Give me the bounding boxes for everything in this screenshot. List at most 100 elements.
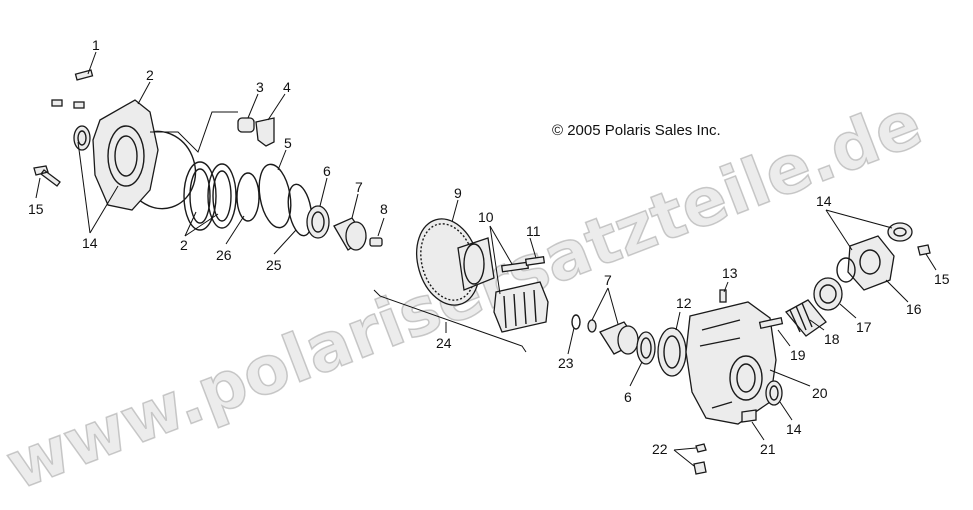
callout-15-left: 15	[28, 201, 44, 217]
dowel-pin-b	[73, 101, 85, 109]
leader-17	[839, 303, 857, 319]
callout-23: 23	[558, 355, 574, 371]
retaining-ring-25	[287, 183, 313, 237]
leader-2-top	[137, 81, 151, 105]
callout-6-right: 6	[624, 389, 632, 405]
seal-left-inner	[77, 130, 87, 146]
leader-4	[267, 93, 286, 121]
leader-3	[247, 93, 259, 119]
leader-7-left	[351, 193, 359, 219]
roller-pin-b	[524, 256, 546, 266]
bolt-22-b	[693, 461, 707, 475]
leader-12	[675, 311, 681, 331]
copyright-notice: © 2005 Polaris Sales Inc.	[552, 122, 721, 139]
callout-13: 13	[722, 265, 738, 281]
bearing-12-inner	[663, 335, 681, 369]
leader-6-left	[319, 177, 328, 207]
leader-25	[273, 229, 297, 255]
pinion-gear	[784, 299, 827, 337]
callout-25: 25	[266, 257, 282, 273]
leader-2-b	[184, 213, 219, 237]
leader-11	[529, 237, 537, 259]
main-housing-bore	[729, 355, 763, 401]
callout-12: 12	[676, 295, 692, 311]
pin-13	[719, 289, 727, 303]
end-cover-inner-ring	[114, 135, 138, 177]
roller-cage-rollers	[503, 289, 537, 329]
callout-9: 9	[454, 185, 462, 201]
bushing-right-end	[617, 325, 639, 355]
leader-6-right	[629, 361, 643, 387]
callout-14-left: 14	[82, 235, 98, 251]
callout-2-top: 2	[146, 67, 154, 83]
leader-14-bottom	[779, 401, 793, 421]
callout-21: 21	[760, 441, 776, 457]
main-housing-bore-inner	[736, 363, 756, 393]
bearing-right	[636, 331, 656, 365]
bearing-17-inner	[819, 284, 837, 304]
callout-26: 26	[216, 247, 232, 263]
leader-18	[809, 319, 825, 331]
bearing-left	[306, 205, 330, 239]
callout-16: 16	[906, 301, 922, 317]
output-cover-bore	[859, 249, 881, 275]
bearing-right-inner	[640, 337, 652, 359]
ring-gear-hub-bore	[463, 243, 485, 285]
bolt-22-a	[695, 443, 707, 453]
callout-1: 1	[92, 37, 100, 53]
callout-19: 19	[790, 347, 806, 363]
leader-5	[277, 149, 287, 171]
bushing-right-washer	[587, 319, 597, 333]
callout-20: 20	[812, 385, 828, 401]
callout-24: 24	[436, 335, 452, 351]
callout-14-right: 14	[816, 193, 832, 209]
callout-14-bottom: 14	[786, 421, 802, 437]
output-cover	[847, 235, 895, 291]
leader-10-b	[489, 225, 501, 295]
leader-8	[377, 217, 385, 237]
end-cover-bore	[107, 125, 145, 187]
seal-right	[887, 222, 913, 242]
leader-7-right-a	[591, 287, 609, 321]
pin-8	[369, 237, 383, 247]
leader-13	[723, 281, 729, 293]
leader-20	[769, 369, 811, 387]
callout-22: 22	[652, 441, 668, 457]
leader-26	[225, 215, 245, 245]
callout-7-right: 7	[604, 272, 612, 288]
plug-21	[741, 409, 757, 423]
callout-18: 18	[824, 331, 840, 347]
armature-plate-2b-inner	[212, 170, 232, 222]
leader-10-a	[489, 225, 513, 265]
bearing-17	[813, 277, 843, 311]
leader-1	[87, 51, 97, 75]
callout-7-left: 7	[355, 179, 363, 195]
leader-19	[777, 329, 791, 347]
leader-21	[751, 421, 765, 441]
leader-23	[567, 327, 575, 355]
callout-4: 4	[283, 79, 291, 95]
leader-15-left	[35, 177, 41, 199]
roller-3	[237, 117, 255, 133]
seal-bottom	[765, 380, 783, 406]
main-housing-ribs	[699, 319, 741, 409]
armature-plate-2a-inner	[189, 168, 211, 224]
main-housing	[685, 301, 777, 425]
cover-o-ring	[836, 257, 856, 283]
leader-2-a	[184, 211, 197, 237]
bushing-left-end	[345, 221, 367, 251]
leader-22-a	[673, 447, 697, 451]
bracket-4	[255, 117, 275, 147]
leader-16	[885, 279, 909, 303]
seal-bottom-inner	[769, 385, 779, 401]
callout-5: 5	[284, 135, 292, 151]
leader-14-right-b	[825, 209, 893, 229]
seal-left	[73, 125, 91, 151]
spacer-26	[236, 172, 260, 222]
snap-ring-23	[571, 314, 581, 330]
key-19	[758, 317, 784, 329]
dowel-pin-a	[51, 99, 63, 107]
end-cover-plate	[92, 99, 159, 211]
callout-3: 3	[256, 79, 264, 95]
